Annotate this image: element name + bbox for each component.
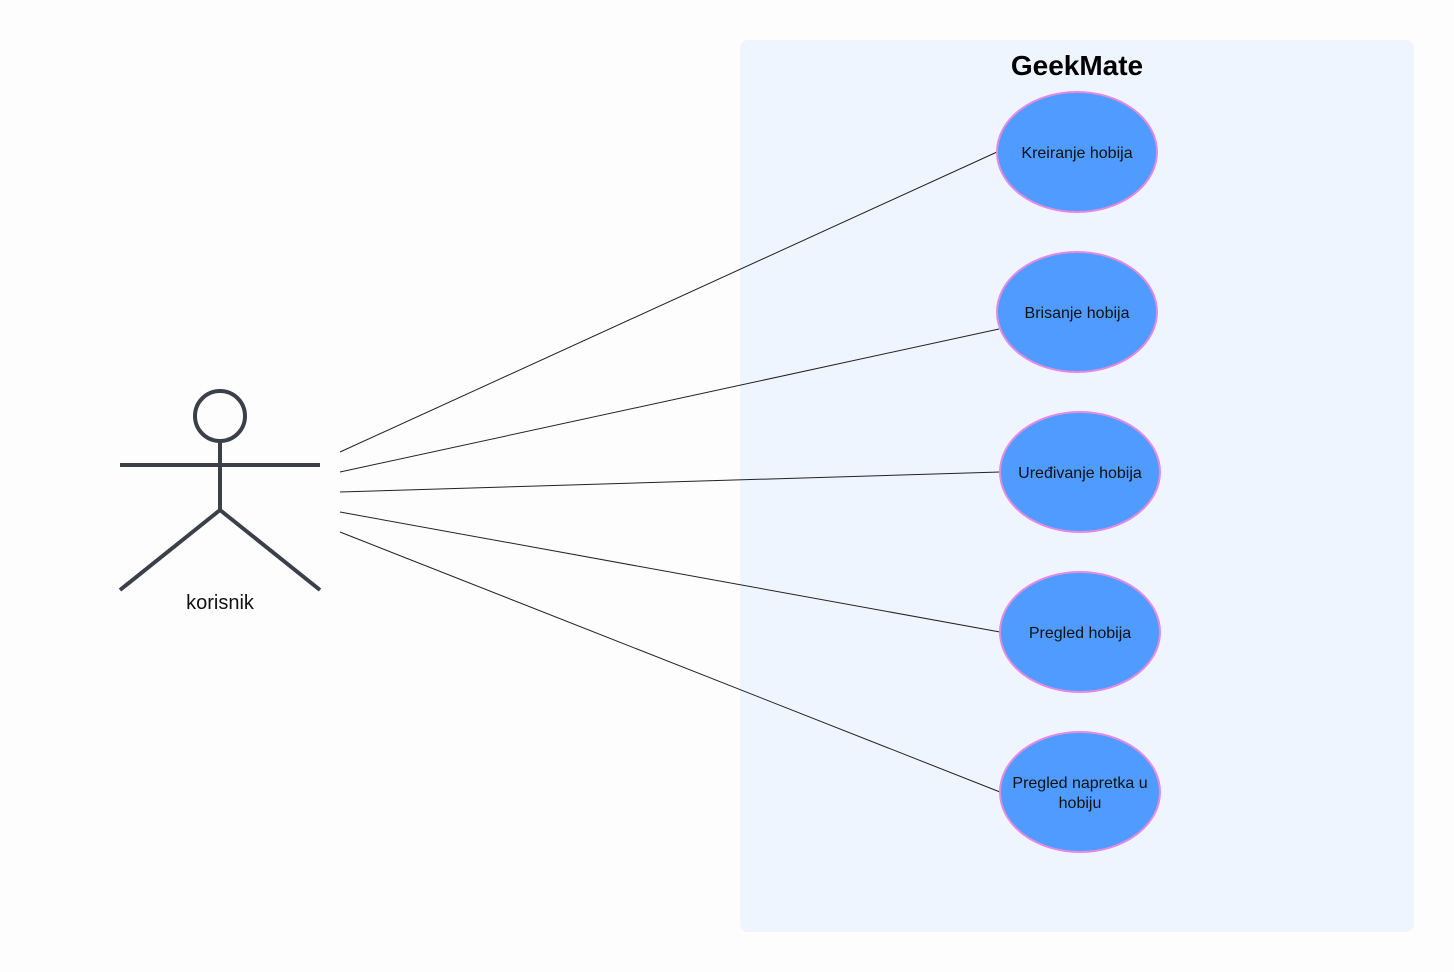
actor-right-leg bbox=[218, 508, 322, 592]
use-case: Uređivanje hobija bbox=[999, 411, 1161, 533]
use-case: Pregled hobija bbox=[999, 571, 1161, 693]
association-line bbox=[339, 471, 1001, 493]
actor-left-leg bbox=[118, 508, 222, 592]
use-case: Kreiranje hobija bbox=[996, 91, 1158, 213]
use-case-label: Uređivanje hobija bbox=[1018, 465, 1142, 482]
use-case-ellipse bbox=[996, 251, 1158, 373]
use-case: Brisanje hobija bbox=[996, 251, 1158, 373]
actor-head bbox=[193, 389, 247, 443]
association-line bbox=[339, 531, 1001, 793]
use-case-ellipse bbox=[999, 731, 1161, 853]
actor-label: korisnik bbox=[186, 592, 255, 614]
association-line bbox=[339, 151, 998, 453]
use-case-label: Pregled hobija bbox=[1029, 625, 1131, 642]
use-case-label: Kreiranje hobija bbox=[1021, 145, 1132, 162]
use-case-ellipse bbox=[999, 411, 1161, 533]
system-title: GeekMate bbox=[1011, 50, 1143, 81]
association-lines bbox=[339, 151, 1001, 793]
use-case-label: Brisanje hobija bbox=[1025, 305, 1130, 322]
use-case: Pregled napretka u hobiju bbox=[999, 731, 1161, 853]
association-line bbox=[339, 328, 1000, 473]
use-case-label: hobiju bbox=[1059, 795, 1102, 812]
use-case-ellipse bbox=[999, 571, 1161, 693]
association-line bbox=[339, 511, 1001, 633]
use-case-ellipse bbox=[996, 91, 1158, 213]
use-case-label: Pregled napretka u bbox=[1012, 775, 1147, 792]
actor-korisnik: korisnik bbox=[118, 389, 322, 614]
